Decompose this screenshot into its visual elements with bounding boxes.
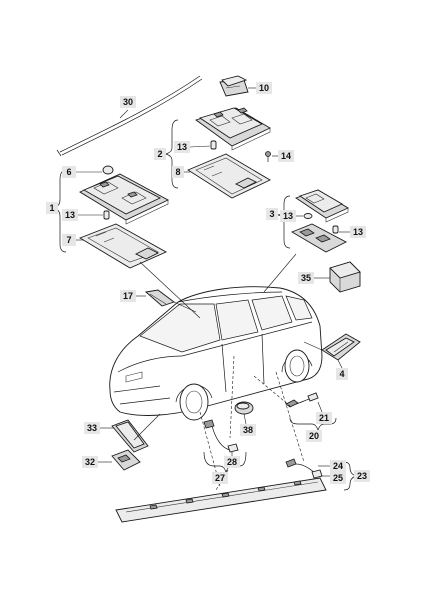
label-13-group3a: 13 <box>280 210 296 222</box>
ambient-light <box>144 289 175 307</box>
screw <box>265 151 271 162</box>
svg-text:13: 13 <box>65 210 75 220</box>
label-17: 17 <box>120 290 136 302</box>
svg-text:38: 38 <box>243 425 253 435</box>
svg-text:27: 27 <box>215 473 225 483</box>
bulb-group-1 <box>103 210 110 220</box>
label-14: 14 <box>278 150 294 162</box>
label-10: 10 <box>256 82 272 94</box>
svg-text:10: 10 <box>259 83 269 93</box>
label-23: 23 <box>354 470 370 482</box>
svg-text:1: 1 <box>49 203 54 213</box>
connector-box <box>111 449 141 471</box>
side-lamp-frame <box>290 223 347 253</box>
label-25: 25 <box>330 472 346 484</box>
footwell-light <box>234 401 254 415</box>
side-lamp <box>295 189 349 223</box>
svg-text:24: 24 <box>333 461 343 471</box>
rear-wheel <box>284 349 310 383</box>
label-20: 20 <box>306 430 322 442</box>
label-28: 28 <box>224 456 240 468</box>
label-21: 21 <box>316 412 332 424</box>
glovebox-lamp <box>111 419 149 453</box>
label-13-group1: 13 <box>62 209 78 221</box>
svg-text:28: 28 <box>227 457 237 467</box>
label-2: 2 <box>154 148 166 160</box>
small-interior-lamp <box>219 75 249 97</box>
svg-text:7: 7 <box>66 235 71 245</box>
bulb-group-3b <box>332 225 339 234</box>
label-35: 35 <box>298 272 314 284</box>
ambient-light-strip <box>115 477 327 523</box>
svg-text:2: 2 <box>157 149 162 159</box>
label-38: 38 <box>240 424 256 436</box>
label-27: 27 <box>212 472 228 484</box>
rear-lamp-frame <box>78 223 168 269</box>
svg-text:25: 25 <box>333 473 343 483</box>
label-1: 1 <box>46 202 58 214</box>
svg-text:13: 13 <box>353 227 363 237</box>
strip-wire <box>285 458 323 479</box>
svg-text:3: 3 <box>269 209 274 219</box>
label-33: 33 <box>84 422 100 434</box>
roof-cable-strip <box>56 75 203 157</box>
bulb-group-3a <box>303 213 313 219</box>
label-4: 4 <box>336 368 348 380</box>
rear-interior-lamp <box>79 173 169 225</box>
wire-assembly <box>285 392 319 408</box>
label-8: 8 <box>172 166 184 178</box>
label-6: 6 <box>62 166 76 178</box>
svg-text:33: 33 <box>87 423 97 433</box>
svg-text:13: 13 <box>177 142 187 152</box>
svg-text:17: 17 <box>123 291 133 301</box>
bulb-group-2 <box>210 140 217 150</box>
svg-text:13: 13 <box>283 211 293 221</box>
label-24: 24 <box>330 460 346 472</box>
svg-text:8: 8 <box>175 167 180 177</box>
label-13-group3b: 13 <box>350 226 366 238</box>
front-reading-lamp <box>194 107 271 151</box>
svg-text:21: 21 <box>319 413 329 423</box>
svg-text:30: 30 <box>123 97 133 107</box>
label-30: 30 <box>120 96 136 108</box>
wire-plug <box>203 419 239 453</box>
front-lamp-frame <box>187 153 271 199</box>
svg-text:14: 14 <box>281 151 291 161</box>
svg-text:32: 32 <box>85 457 95 467</box>
door-lamp <box>321 333 361 361</box>
label-7: 7 <box>62 234 76 246</box>
svg-text:35: 35 <box>301 273 311 283</box>
svg-text:6: 6 <box>66 167 71 177</box>
label-13-group2: 13 <box>174 141 190 153</box>
svg-text:4: 4 <box>339 369 344 379</box>
label-32: 32 <box>82 456 98 468</box>
svg-text:23: 23 <box>357 471 367 481</box>
car-outline <box>109 286 323 416</box>
label-3: 3 <box>266 208 278 220</box>
control-unit <box>329 261 361 293</box>
front-wheel <box>179 383 209 421</box>
cover-cap <box>102 165 114 175</box>
svg-text:20: 20 <box>309 431 319 441</box>
